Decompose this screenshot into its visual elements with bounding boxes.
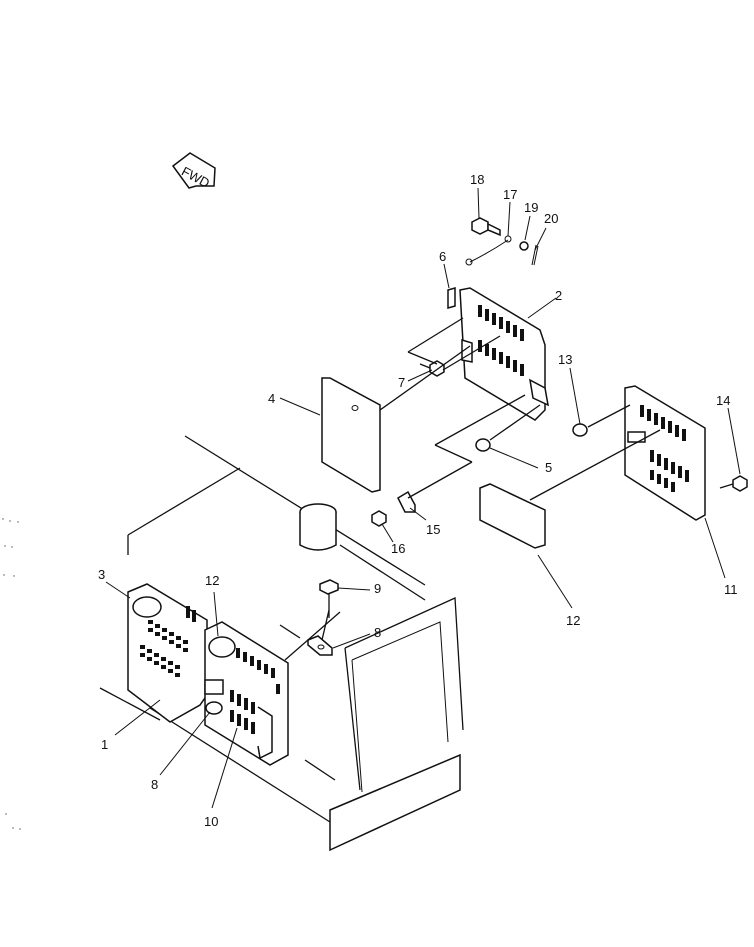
callout-13: 13 bbox=[558, 352, 572, 367]
exhaust-pipe bbox=[299, 503, 337, 551]
callout-17: 17 bbox=[503, 187, 517, 202]
callout-16: 16 bbox=[391, 541, 405, 556]
callout-9: 9 bbox=[374, 581, 381, 596]
callout-8-lower: 8 bbox=[151, 777, 158, 792]
plate-8 bbox=[307, 635, 333, 656]
plate-4 bbox=[321, 377, 381, 493]
nut-13 bbox=[572, 423, 588, 437]
callout-4: 4 bbox=[268, 391, 275, 406]
front-grille-left bbox=[127, 583, 208, 723]
callout-11: 11 bbox=[724, 582, 738, 597]
plate-15 bbox=[397, 490, 416, 513]
callout-1: 1 bbox=[101, 737, 108, 752]
machine-body bbox=[99, 435, 464, 852]
leader-lines bbox=[105, 187, 741, 809]
callout-20: 20 bbox=[544, 211, 558, 226]
callout-18: 18 bbox=[470, 172, 484, 187]
callout-5: 5 bbox=[545, 460, 552, 475]
nut-19 bbox=[519, 241, 529, 251]
callout-19: 19 bbox=[524, 200, 538, 215]
callout-10: 10 bbox=[204, 814, 218, 829]
bolt-18 bbox=[471, 217, 501, 237]
pin-20 bbox=[531, 244, 539, 266]
callout-3: 3 bbox=[98, 567, 105, 582]
front-grille-right bbox=[204, 621, 289, 766]
bolt-14 bbox=[719, 475, 748, 492]
side-panel-11 bbox=[624, 385, 706, 521]
callout-6: 6 bbox=[439, 249, 446, 264]
callout-8-upper: 8 bbox=[374, 625, 381, 640]
nut-5 bbox=[475, 438, 491, 452]
callout-12-lower: 12 bbox=[566, 613, 580, 628]
callout-12-upper: 12 bbox=[205, 573, 219, 588]
fwd-arrow: FWD bbox=[171, 152, 216, 191]
scan-noise bbox=[2, 518, 21, 830]
bolt-9 bbox=[319, 579, 339, 618]
callout-15: 15 bbox=[426, 522, 440, 537]
lanyard-17 bbox=[465, 235, 512, 266]
guide-lines bbox=[321, 317, 661, 641]
callouts: 18 17 19 20 6 2 13 7 4 14 5 15 16 11 3 1… bbox=[98, 172, 738, 829]
callout-14: 14 bbox=[716, 393, 730, 408]
rear-panel-upper bbox=[447, 287, 549, 421]
bolt-16 bbox=[371, 510, 387, 527]
plate-12 bbox=[479, 483, 546, 549]
callout-7: 7 bbox=[398, 375, 405, 390]
callout-2: 2 bbox=[555, 288, 562, 303]
